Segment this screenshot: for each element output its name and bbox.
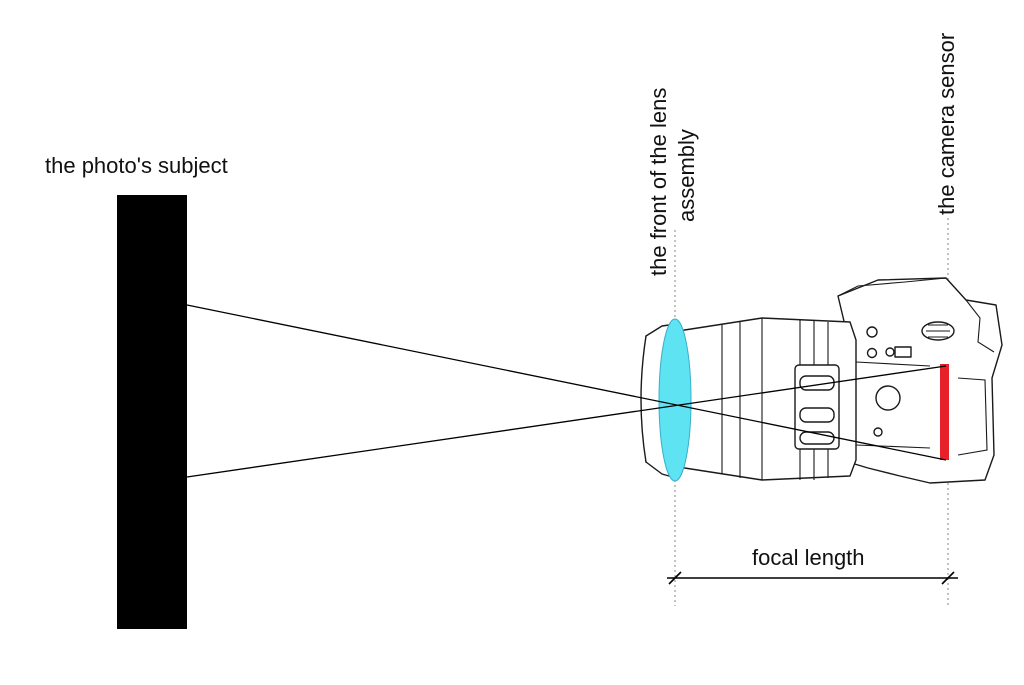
camera-prism — [837, 277, 947, 297]
focal-length-label: focal length — [752, 545, 865, 570]
subject-block — [117, 195, 187, 629]
ray-bottom-to-top — [186, 365, 947, 478]
camera-button-5 — [894, 346, 912, 358]
ray-top-to-bottom — [186, 304, 947, 461]
camera-button-1 — [866, 326, 878, 338]
lens-front-label-line1: the front of the lens — [646, 88, 671, 276]
sensor-label: the camera sensor — [934, 33, 959, 215]
camera-grip-edge — [957, 377, 988, 456]
camera-sensor — [940, 364, 949, 460]
focal-length-tick-right — [941, 571, 955, 585]
camera-lens-release — [875, 385, 901, 411]
camera-dial-ridges — [926, 324, 950, 338]
camera-button-4 — [873, 427, 883, 437]
lens-switch-vr — [799, 407, 835, 423]
focal-length-dimension — [667, 571, 958, 585]
camera-button-3 — [885, 347, 895, 357]
camera-body — [837, 277, 1003, 484]
lens-front-element — [658, 318, 692, 482]
lens-front-label-line2: assembly — [674, 129, 699, 222]
camera-button-2 — [866, 347, 878, 359]
camera-body-contour — [855, 361, 931, 449]
subject-label: the photo's subject — [45, 153, 228, 178]
camera-eyepiece — [965, 299, 995, 353]
focal-length-tick-left — [668, 571, 682, 585]
camera-illustration — [640, 277, 1003, 484]
